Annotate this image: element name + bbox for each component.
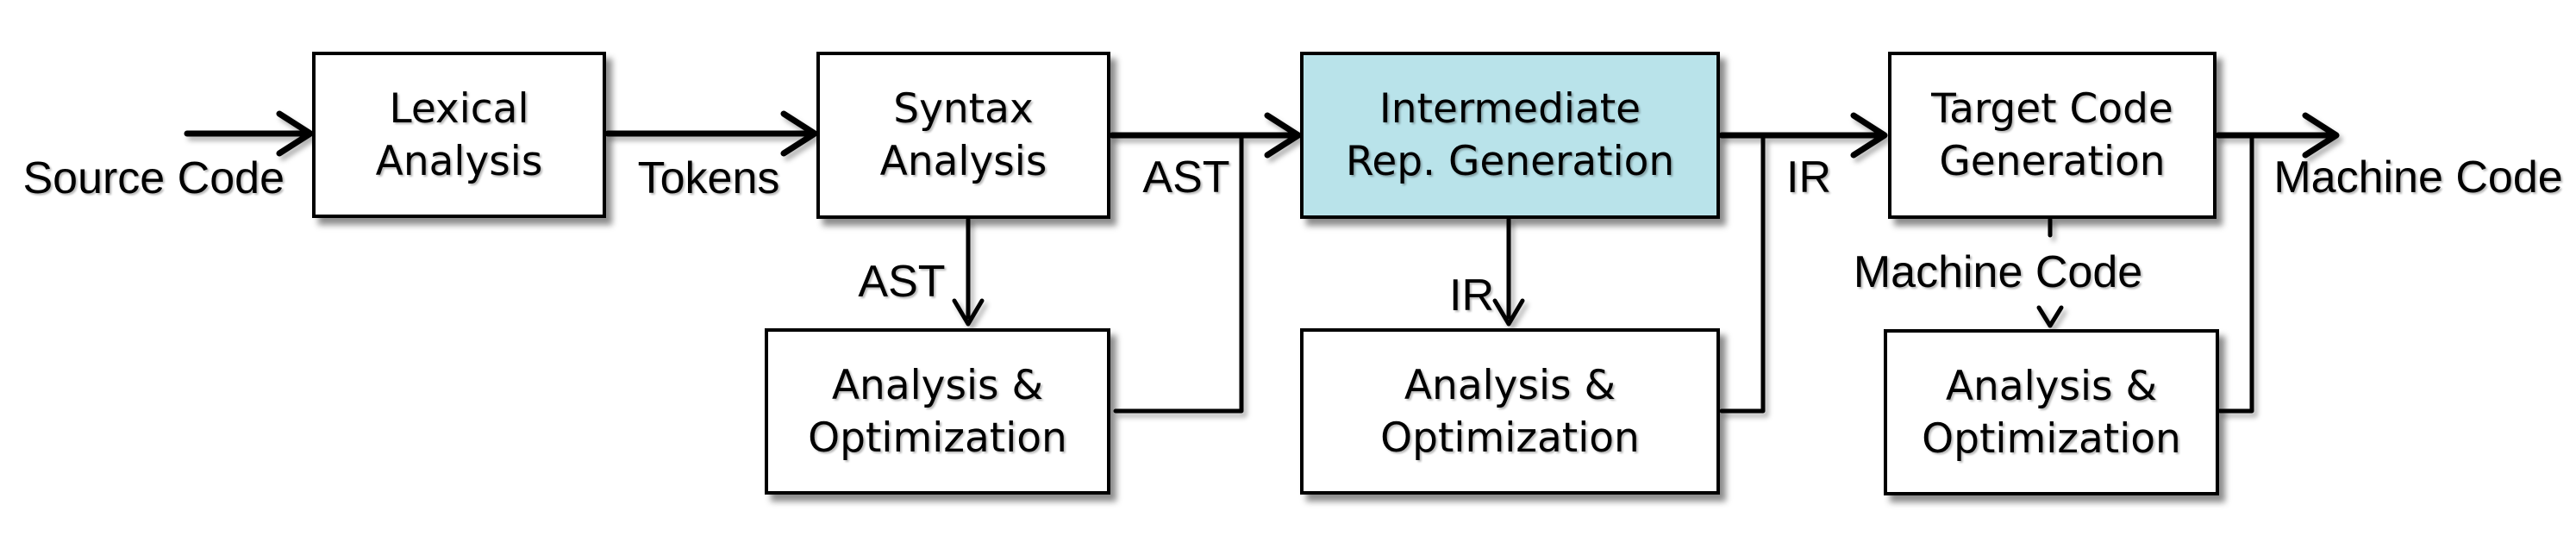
box-analysis-optimization-2-line2: Optimization — [1380, 414, 1640, 462]
label-source-code: Source Code — [22, 153, 284, 203]
label-ast-branch: AST — [858, 257, 946, 307]
box-analysis-optimization-1-line2: Optimization — [808, 414, 1067, 462]
arrowhead-lexical-to-syntax-icon — [780, 110, 818, 157]
arrowhead-syntax-to-opt1-icon — [952, 298, 985, 327]
box-lexical-analysis-line1: Lexical — [389, 84, 529, 133]
arrowhead-source-to-lexical-icon — [276, 110, 314, 157]
box-analysis-optimization-3-line1: Analysis & — [1945, 362, 2158, 410]
box-syntax-analysis-line2: Analysis — [879, 138, 1047, 185]
label-machine-code-output: Machine Code — [2273, 153, 2563, 202]
box-syntax-analysis: Syntax Analysis — [816, 52, 1110, 219]
box-analysis-optimization-1: Analysis & Optimization — [765, 328, 1110, 495]
box-intermediate-rep-generation: Intermediate Rep. Generation — [1300, 52, 1720, 219]
connector-opt3-return — [2217, 134, 2254, 414]
box-lexical-analysis: Lexical Analysis — [312, 52, 606, 218]
arrowhead-syntax-to-intermediate-icon — [1264, 112, 1302, 159]
label-machine-code-branch: Machine Code — [1853, 247, 2143, 297]
box-syntax-analysis-line1: Syntax — [893, 85, 1034, 133]
box-lexical-analysis-line2: Analysis — [375, 137, 543, 185]
box-intermediate-rep-generation-line1: Intermediate — [1379, 85, 1641, 133]
label-ast-pipeline: AST — [1142, 153, 1230, 202]
box-analysis-optimization-2-line1: Analysis & — [1404, 361, 1616, 409]
arrowhead-target-to-opt3-icon — [2036, 305, 2064, 328]
label-tokens: Tokens — [637, 153, 780, 203]
box-analysis-optimization-2: Analysis & Optimization — [1300, 328, 1720, 495]
label-ir-branch: IR — [1449, 271, 1494, 321]
arrowhead-intermediate-to-opt2-icon — [1492, 298, 1525, 327]
box-intermediate-rep-generation-line2: Rep. Generation — [1345, 138, 1675, 185]
connector-opt2-return — [1719, 134, 1766, 414]
label-ir-pipeline: IR — [1786, 153, 1831, 202]
arrowhead-intermediate-to-target-icon — [1850, 112, 1888, 159]
box-analysis-optimization-1-line1: Analysis & — [831, 361, 1044, 409]
box-target-code-generation: Target Code Generation — [1888, 52, 2216, 219]
arrowhead-target-to-output-icon — [2302, 112, 2340, 159]
box-target-code-generation-line2: Generation — [1939, 138, 2166, 185]
connector-opt1-return — [1113, 134, 1244, 414]
box-analysis-optimization-3-line2: Optimization — [1922, 414, 2181, 463]
box-target-code-generation-line1: Target Code — [1931, 85, 2173, 133]
box-analysis-optimization-3: Analysis & Optimization — [1884, 329, 2219, 495]
